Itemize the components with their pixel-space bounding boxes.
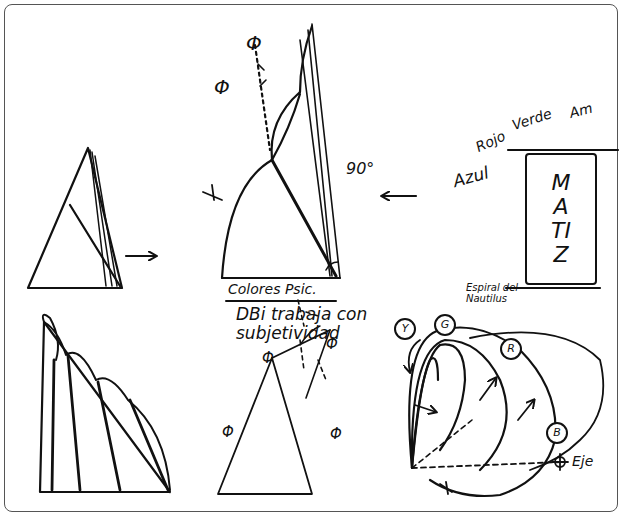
color-name: Azul (451, 163, 491, 190)
color-circle: R (500, 338, 522, 360)
note-text: Colores Psic. (228, 282, 317, 297)
color-name: Rojo (473, 128, 507, 155)
outline-shape (501, 339, 521, 359)
circle-letter: R (507, 343, 515, 355)
outline-shape (435, 315, 455, 335)
color-circle: Y (394, 318, 416, 340)
hue-box: MATIZ (525, 153, 597, 285)
outline-shape (395, 319, 415, 339)
color-name: Verde (510, 106, 553, 133)
angle-label: 90° (346, 160, 374, 178)
phi-symbol: Φ (330, 426, 342, 443)
circle-letter: Y (402, 323, 409, 335)
phi-symbol: Φ (326, 336, 338, 353)
vertical-word: MATIZ (550, 171, 572, 268)
color-name: Am (568, 101, 594, 122)
circle-letter: G (441, 319, 450, 331)
outline-shape (526, 154, 596, 284)
outline-shape (547, 423, 567, 443)
note-text: DBi trabaja con subjetividad (236, 305, 406, 342)
color-circle: G (434, 314, 456, 336)
circle-letter: B (553, 427, 561, 439)
phi-symbol: Φ (222, 424, 234, 441)
spiral-title: Espiral del Nautilus (466, 282, 522, 304)
phi-symbol: Φ (214, 76, 230, 98)
phi-symbol: Φ (262, 350, 274, 367)
color-circle: B (546, 422, 568, 444)
phi-symbol: Φ (246, 32, 262, 54)
axis-label: Eje (572, 454, 593, 469)
